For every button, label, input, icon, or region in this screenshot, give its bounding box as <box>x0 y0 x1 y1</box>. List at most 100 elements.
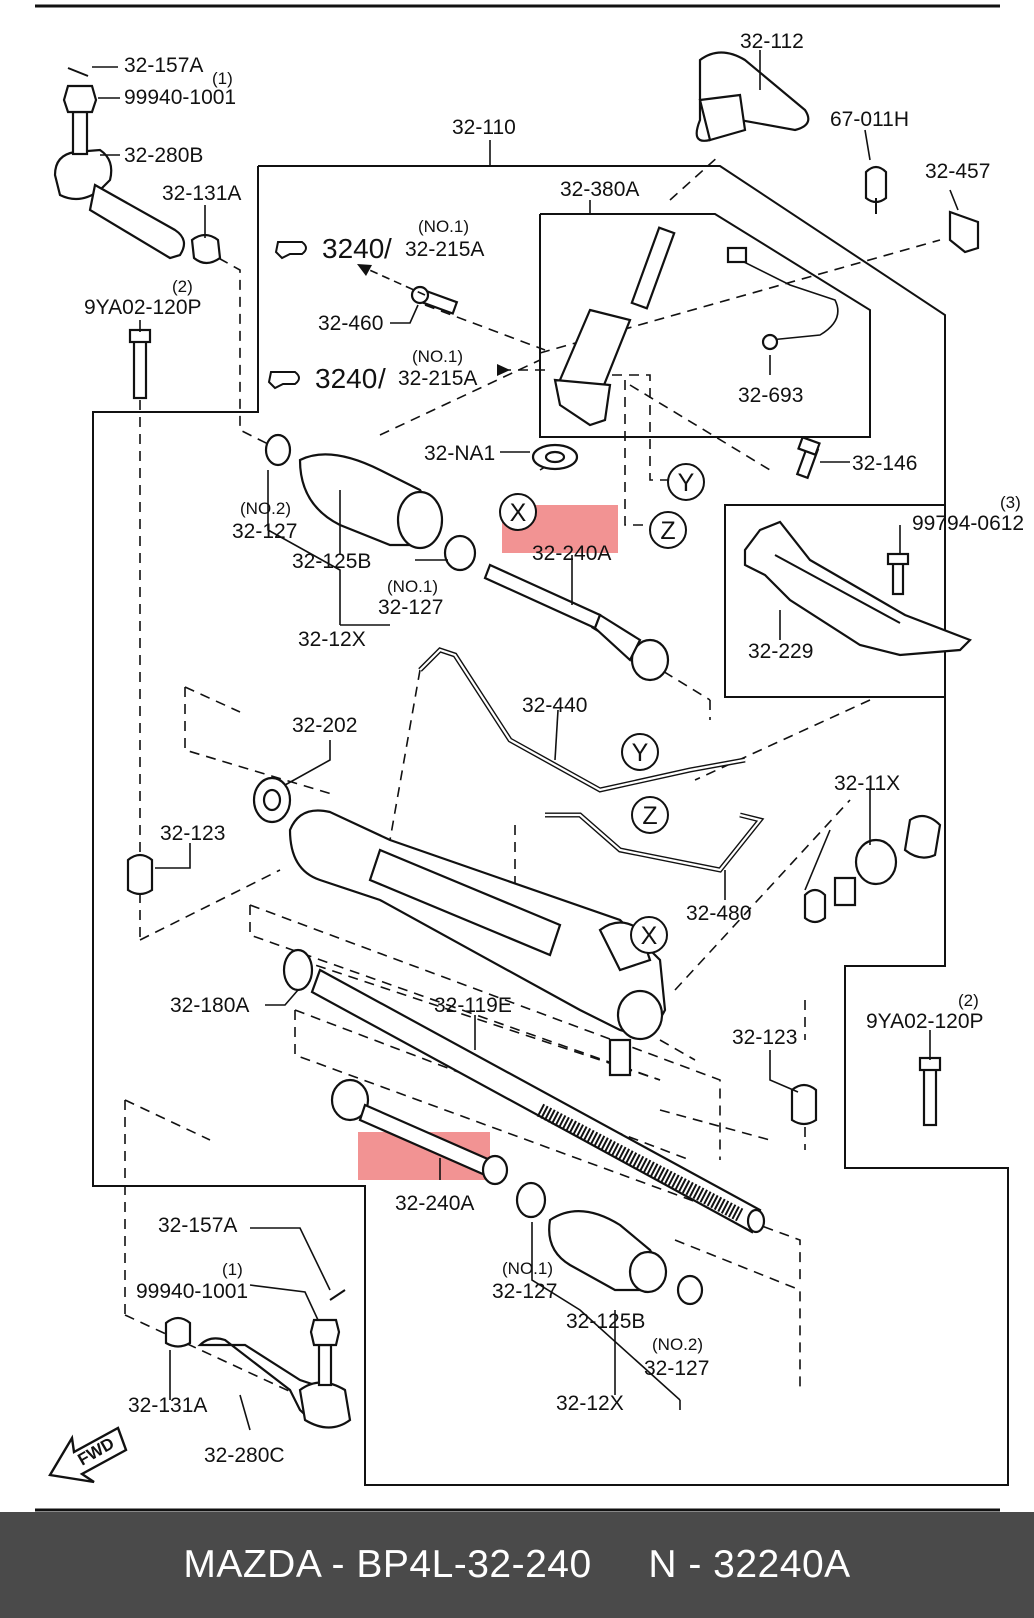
svg-text:Y: Y <box>678 469 695 497</box>
label-32-12X-b: 32-12X <box>556 1392 624 1415</box>
clamp-32-127-upper-no2 <box>264 433 292 467</box>
label-qty-2-left: (2) <box>172 277 193 296</box>
label-99940-top: 99940-1001 <box>124 86 236 109</box>
frame-32-110 <box>92 165 1009 1486</box>
label-32-12X-a: 32-12X <box>298 628 366 651</box>
ref-Y-mid: Y <box>621 733 659 771</box>
tie-rod-end-32-280B <box>53 67 186 260</box>
label-32-202: 32-202 <box>292 714 357 737</box>
label-32-240A-a: 32-240A <box>532 542 611 565</box>
part-labels: 32-157A (1) 99940-1001 32-280B 32-131A (… <box>84 30 1024 1467</box>
label-9YA02-left: 9YA02-120P <box>84 296 202 319</box>
inner-tie-rod-32-240A-lower <box>330 1078 509 1186</box>
pointing-hand-icon-b <box>267 371 300 390</box>
bolt-99794 <box>886 552 910 596</box>
bracket-32-229 <box>743 520 972 657</box>
label-67-011H: 67-011H <box>830 108 909 131</box>
tie-rod-end-32-280C <box>197 1289 352 1429</box>
label-32-131A-top: 32-131A <box>162 182 241 205</box>
part-number-footer: MAZDA - BP4L-32-240 N - 32240A <box>0 1512 1034 1618</box>
boot-32-125B-lower <box>548 1210 668 1294</box>
svg-text:X: X <box>641 922 658 950</box>
arrow-to-3240-b <box>497 364 510 376</box>
leader-lines <box>92 50 959 1431</box>
clamp-32-127-lower-no2 <box>676 1274 704 1306</box>
pointing-hand-icon-a <box>274 241 307 260</box>
ref-X-bot: X <box>630 916 668 954</box>
label-32-157A-bot: 32-157A <box>158 1214 237 1237</box>
frame-32-380A <box>539 213 871 438</box>
clip-67-011H <box>864 165 888 214</box>
steering-gear-housing <box>288 809 667 1077</box>
inner-tie-rod-32-240A-upper <box>483 563 670 682</box>
label-no1-d: (NO.1) <box>502 1259 553 1278</box>
label-no2-a: (NO.2) <box>240 499 291 518</box>
svg-text:Y: Y <box>632 739 649 767</box>
label-qty-3: (3) <box>1000 493 1021 512</box>
label-9YA02-right: 9YA02-120P <box>866 1010 984 1033</box>
label-32-127-c: 32-127 <box>492 1280 557 1303</box>
label-32-127-b: 32-127 <box>378 596 443 619</box>
label-32-693: 32-693 <box>738 384 803 407</box>
ref-Y-top: Y <box>667 463 705 501</box>
label-99794: 99794-0612 <box>912 512 1024 535</box>
bushing-32-123-left <box>126 853 154 896</box>
label-32-123-b: 32-123 <box>732 1026 797 1049</box>
label-32-457: 32-457 <box>925 160 990 183</box>
label-32-157A-top: 32-157A <box>124 54 203 77</box>
label-3240-b: 3240 <box>315 363 377 394</box>
label-3240-a: 3240 <box>322 233 384 264</box>
boot-32-125B-upper <box>298 453 444 550</box>
label-32-125B-a: 32-125B <box>292 550 371 573</box>
label-32-127-d: 32-127 <box>644 1357 709 1380</box>
footer-part-numbers: MAZDA - BP4L-32-240 N - 32240A <box>183 1543 851 1586</box>
label-qty-2-right: (2) <box>958 991 979 1010</box>
label-32-215A-b: 32-215A <box>398 367 477 390</box>
bushing-32-202 <box>252 776 292 824</box>
label-no2-b: (NO.2) <box>652 1335 703 1354</box>
nut-32-131A-top <box>190 233 222 265</box>
bracket-32-457 <box>948 210 980 254</box>
label-32-11X: 32-11X <box>834 772 900 795</box>
label-no1-b: (NO.1) <box>412 347 463 366</box>
label-99940-bot: 99940-1001 <box>136 1280 248 1303</box>
seal-32-11X <box>803 814 942 924</box>
label-32-229: 32-229 <box>748 640 813 663</box>
rack-32-119E <box>310 968 766 1234</box>
label-qty-1-bot: (1) <box>222 1260 243 1279</box>
label-32-440: 32-440 <box>522 694 587 717</box>
label-32-123-a: 32-123 <box>160 822 225 845</box>
label-32-215A-a: 32-215A <box>405 238 484 261</box>
svg-text:X: X <box>510 499 527 527</box>
ref-X-top: X <box>499 493 537 531</box>
label-slash-b: / <box>378 363 386 394</box>
bolt-32-460 <box>410 285 459 315</box>
nut-32-131A-bottom <box>164 1316 192 1348</box>
bushing-32-123-right <box>790 1083 818 1126</box>
label-32-NA1: 32-NA1 <box>424 442 495 465</box>
sensor-32-380A <box>553 226 839 427</box>
bolt-32-146 <box>795 435 821 480</box>
bolt-9YA02-left <box>128 328 152 400</box>
label-no1-c: (NO.1) <box>387 577 438 596</box>
label-32-280C: 32-280C <box>204 1444 285 1467</box>
bolt-9YA02-right <box>918 1056 942 1127</box>
label-no1-a: (NO.1) <box>418 217 469 236</box>
ring-32-127-lower-no1 <box>515 1181 547 1219</box>
washer-32-180A <box>282 948 314 992</box>
svg-text:Z: Z <box>642 802 657 830</box>
label-32-110: 32-110 <box>452 116 516 139</box>
label-32-380A: 32-380A <box>560 178 639 201</box>
label-32-280B: 32-280B <box>124 144 203 167</box>
label-32-460: 32-460 <box>318 312 383 335</box>
label-32-127-a: 32-127 <box>232 520 297 543</box>
label-32-131A-bot: 32-131A <box>128 1394 207 1417</box>
pipe-32-440 <box>418 647 746 793</box>
label-32-240A-b: 32-240A <box>395 1192 474 1215</box>
fwd-arrow-icon: FWD <box>48 1426 128 1484</box>
arrow-to-3240-a <box>357 264 426 296</box>
label-32-112: 32-112 <box>740 30 804 53</box>
ring-32-127-upper-no1 <box>443 534 477 572</box>
label-32-119E: 32-119E <box>434 994 512 1017</box>
